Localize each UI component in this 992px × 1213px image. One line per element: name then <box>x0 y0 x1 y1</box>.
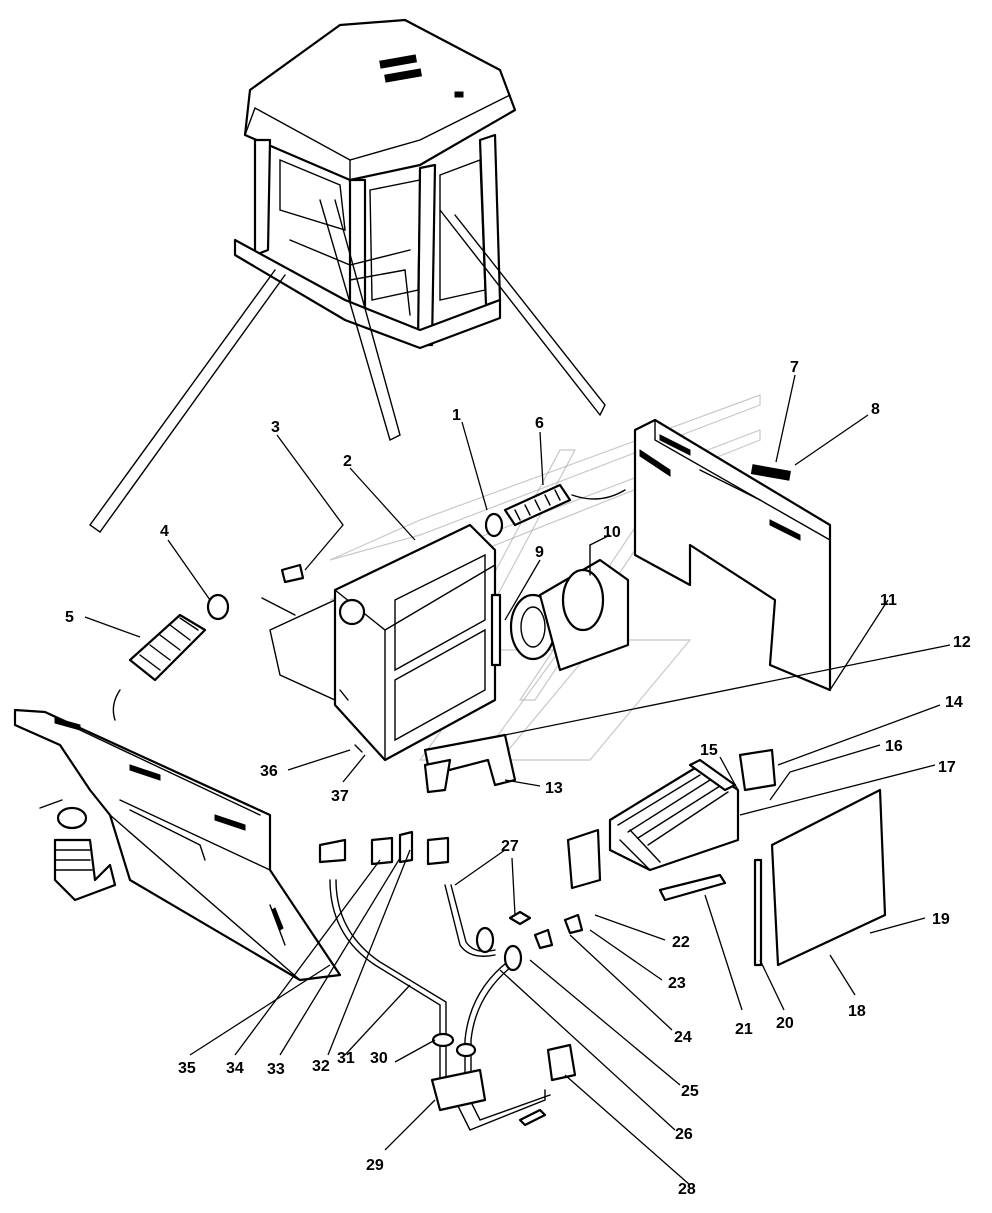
hose-6 <box>484 483 626 538</box>
callout-26: 26 <box>675 1126 693 1143</box>
callout-28: 28 <box>678 1181 696 1198</box>
callout-37: 37 <box>331 788 349 805</box>
callout-17: 17 <box>938 759 956 776</box>
callout-13: 13 <box>545 780 563 797</box>
callout-labels: 1 2 3 4 5 6 7 8 9 10 11 12 13 14 15 16 1… <box>65 359 971 1198</box>
callout-14: 14 <box>945 694 963 711</box>
callout-1: 1 <box>452 407 461 424</box>
callout-25: 25 <box>681 1083 699 1100</box>
front-console <box>13 708 342 982</box>
leader-lines <box>84 374 951 1186</box>
callout-9: 9 <box>535 544 544 561</box>
callout-22: 22 <box>672 934 690 951</box>
heater-housing <box>261 523 497 762</box>
rear-cover-panel <box>633 418 832 692</box>
callout-29: 29 <box>366 1157 384 1174</box>
callout-15: 15 <box>700 742 718 759</box>
callout-21: 21 <box>735 1021 753 1038</box>
callout-5: 5 <box>65 609 74 626</box>
callout-36: 36 <box>260 763 278 780</box>
callout-16: 16 <box>885 738 903 755</box>
callout-10: 10 <box>603 524 621 541</box>
hose-5 <box>112 593 230 721</box>
piping-assembly <box>318 830 584 1131</box>
callout-11: 11 <box>880 592 897 609</box>
callout-35: 35 <box>178 1060 196 1077</box>
callout-3: 3 <box>271 419 280 436</box>
callout-18: 18 <box>848 1003 866 1020</box>
callout-8: 8 <box>871 401 880 418</box>
callout-23: 23 <box>668 975 686 992</box>
callout-24: 24 <box>674 1029 692 1046</box>
callout-34: 34 <box>226 1060 244 1077</box>
callout-7: 7 <box>790 359 799 376</box>
heater-core <box>608 758 740 872</box>
side-panel-18 <box>566 748 887 967</box>
blower-motor <box>490 544 630 672</box>
callout-27: 27 <box>501 838 519 855</box>
callout-19: 19 <box>932 911 950 928</box>
callout-32: 32 <box>312 1058 330 1075</box>
callout-33: 33 <box>267 1061 285 1078</box>
callout-31: 31 <box>337 1050 355 1067</box>
callout-4: 4 <box>160 523 169 540</box>
callout-12: 12 <box>953 634 971 651</box>
callout-6: 6 <box>535 415 544 432</box>
callout-2: 2 <box>343 453 352 470</box>
callout-20: 20 <box>776 1015 794 1032</box>
cab-assembly <box>89 18 606 533</box>
callout-30: 30 <box>370 1050 388 1067</box>
bracket-13 <box>423 733 517 794</box>
